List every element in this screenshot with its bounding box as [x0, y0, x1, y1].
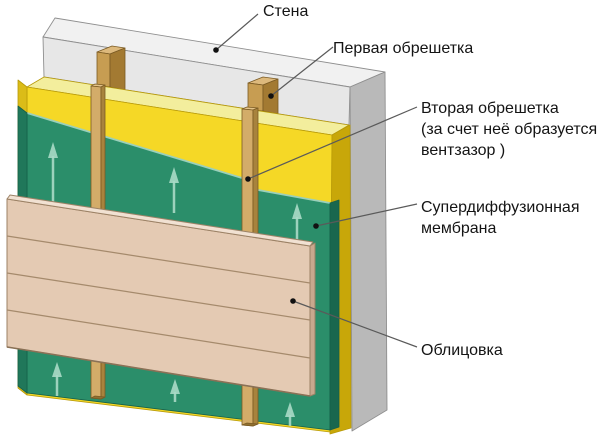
leader-cladding: [292, 300, 418, 348]
airflow-arrow: [48, 142, 58, 207]
board-seam: [6, 309, 311, 359]
membrane-top-edge-highlight: [257, 189, 331, 204]
airflow-arrow: [285, 402, 295, 426]
leader-wall: [215, 13, 259, 51]
airflow-arrow: [292, 203, 302, 240]
first-lathing-batten-left: [96, 45, 126, 91]
label-membrane-line2: мембрана: [421, 220, 497, 237]
callout-dot-membrane: [313, 223, 319, 229]
cladding-panel: [6, 194, 316, 397]
membrane-side-face: [329, 199, 340, 431]
batten-front-face: [96, 51, 111, 88]
leader-membrane: [315, 203, 418, 227]
airflow-arrow: [52, 362, 62, 396]
cladding-top-edge: [6, 194, 314, 247]
cladding-right-edge: [309, 242, 316, 397]
leader-second-lathing: [247, 106, 418, 180]
airflow-arrows-lower: [52, 362, 295, 426]
batten-bottom-face: [90, 395, 106, 400]
cladding-bottom-shadow: [6, 346, 311, 397]
board-seam: [6, 235, 311, 284]
label-wall: Стена: [263, 3, 308, 20]
airflow-arrows-upper: [48, 142, 302, 240]
label-second-lathing-line1: Вторая обрешетка: [421, 100, 559, 117]
callout-dot-wall: [213, 47, 219, 53]
label-membrane-line1: Супердиффузионная: [421, 199, 579, 216]
airflow-arrow: [170, 379, 180, 402]
callouts: [213, 13, 418, 348]
leader-first-lathing: [270, 46, 334, 97]
batten-bottom-face: [241, 422, 259, 427]
board-seam: [6, 272, 311, 321]
callout-dot-second-lathing: [245, 176, 251, 182]
label-first-lathing: Первая обрешетка: [333, 40, 473, 57]
labels: Стена Первая обрешетка Вторая обрешетка …: [263, 3, 597, 359]
airflow-arrow: [169, 167, 179, 213]
batten-front-face: [247, 82, 264, 112]
callout-dot-first-lathing: [268, 93, 274, 99]
batten-side-face: [109, 47, 126, 91]
label-second-lathing-line2: (за счет неё образуется: [421, 121, 597, 138]
label-cladding: Облицовка: [421, 342, 503, 359]
callout-dot-cladding: [290, 298, 296, 304]
membrane-top-edge-highlight: [26, 112, 243, 179]
wall-side-face: [349, 71, 388, 432]
label-second-lathing-line3: вентзазор ): [421, 142, 505, 159]
